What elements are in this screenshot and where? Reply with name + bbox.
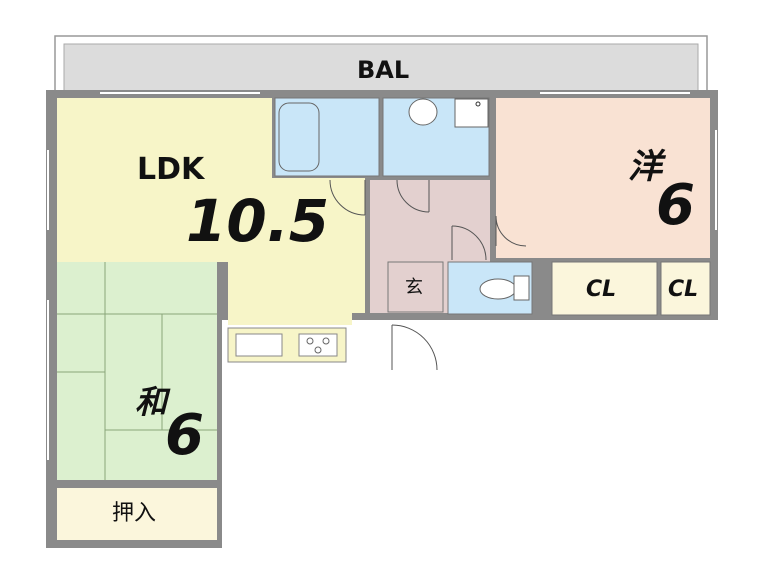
oshiire-label: 押入 xyxy=(112,501,157,526)
ldk-size: 10.5 xyxy=(186,187,330,255)
closet-1-label: CL xyxy=(586,277,617,302)
closets xyxy=(551,261,711,316)
ldk-label: LDK xyxy=(137,152,205,187)
entrance-label: 玄 xyxy=(405,277,423,298)
toilet xyxy=(447,261,533,315)
door-swings xyxy=(329,179,527,371)
western-room-floor xyxy=(496,98,710,258)
japanese-room xyxy=(57,262,217,480)
balcony-label: BAL xyxy=(357,56,410,84)
japanese-room-label: 和 xyxy=(135,383,168,421)
kitchen-counter xyxy=(227,327,347,363)
japanese-room-size: 6 xyxy=(165,403,204,468)
western-room-label: 洋 xyxy=(628,147,662,187)
bathroom xyxy=(274,97,490,177)
balcony xyxy=(54,35,708,95)
windows xyxy=(47,92,717,460)
western-room-size: 6 xyxy=(656,173,695,238)
oshiire-floor xyxy=(57,488,217,540)
ldk-floor xyxy=(57,98,365,313)
kitchen-floor-extension xyxy=(228,313,352,325)
closet-2-label: CL xyxy=(668,277,699,302)
